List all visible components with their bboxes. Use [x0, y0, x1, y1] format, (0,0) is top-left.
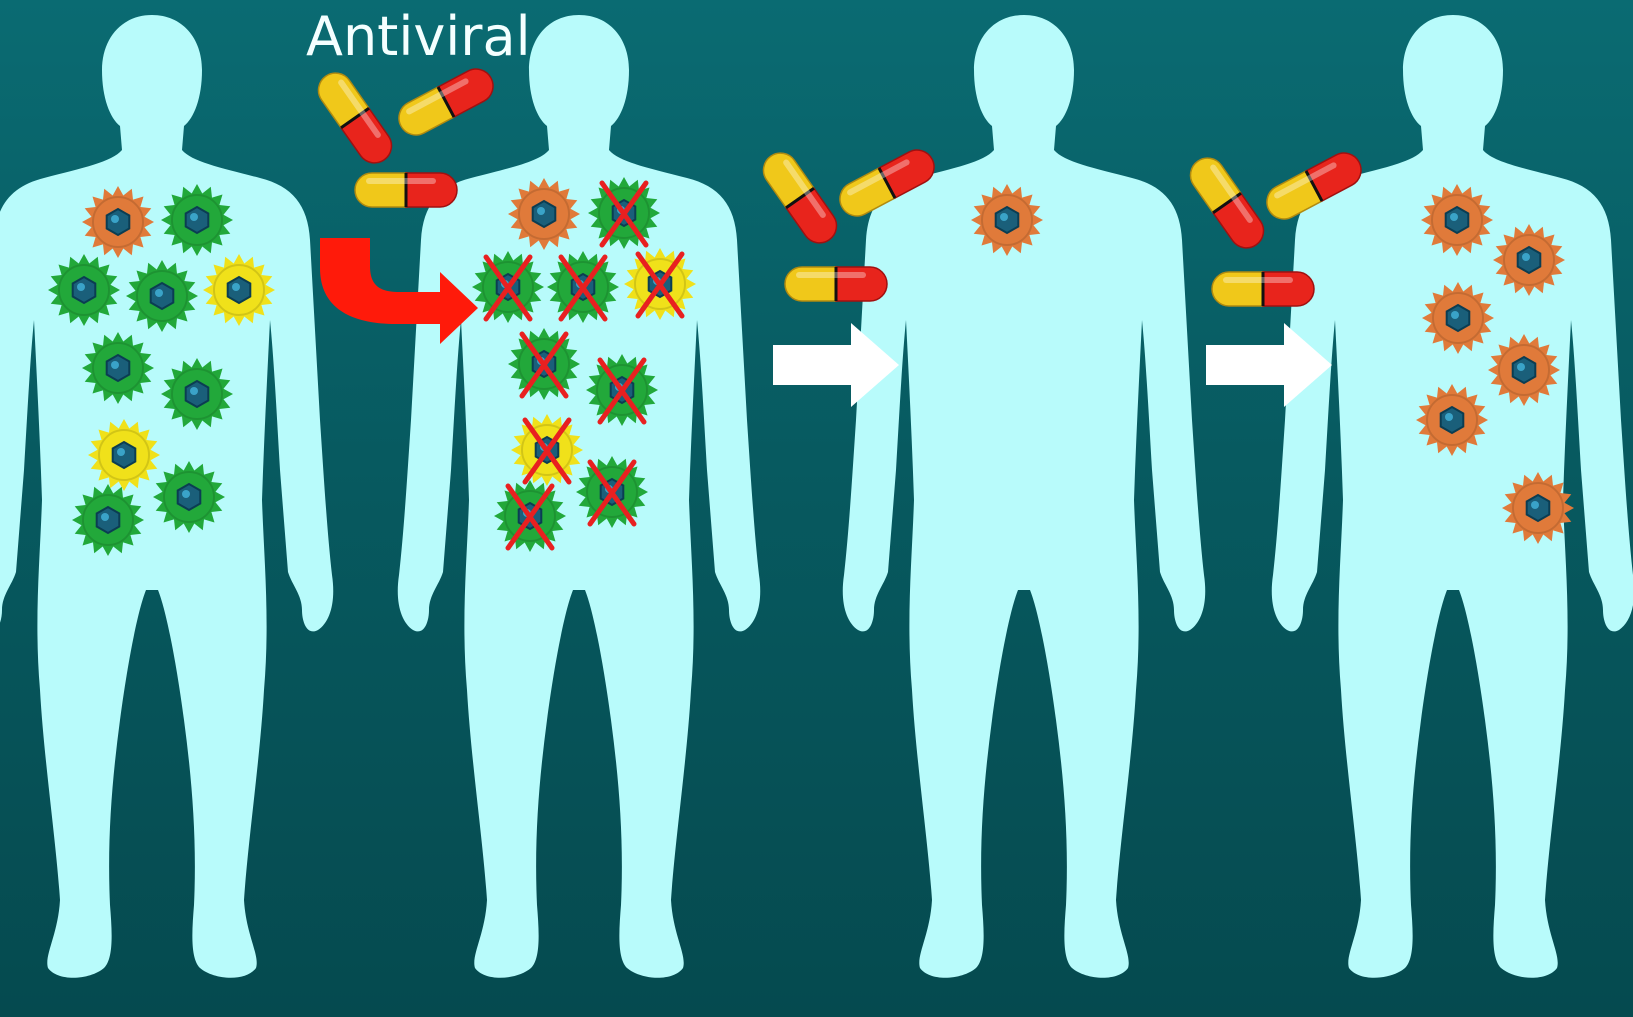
antiviral-capsule-icon [393, 63, 499, 141]
antiviral-capsule-icon [785, 267, 887, 301]
green-virus [161, 358, 233, 430]
antiviral-capsule-icon [355, 173, 457, 207]
green-virus [161, 184, 233, 256]
antiviral-capsule-icon [312, 66, 398, 169]
human-silhouette [1272, 15, 1633, 978]
green-virus-destroyed [472, 251, 544, 323]
orange-virus [1422, 282, 1494, 354]
orange-virus [1416, 384, 1488, 456]
antiviral-capsule-icon [1212, 272, 1314, 306]
yellow-virus [203, 254, 275, 326]
stage-resistant-population [1272, 15, 1633, 978]
green-virus-destroyed [508, 328, 580, 400]
green-virus [126, 260, 198, 332]
green-virus-destroyed [588, 177, 660, 249]
orange-virus [1502, 472, 1574, 544]
orange-virus [1488, 334, 1560, 406]
stage-treatment [398, 15, 760, 978]
orange-virus [1421, 184, 1493, 256]
green-virus [72, 484, 144, 556]
yellow-virus-destroyed [624, 248, 696, 320]
antiviral-capsule-icon [757, 146, 843, 249]
human-silhouette [398, 15, 760, 978]
orange-virus [508, 178, 580, 250]
green-virus-destroyed [547, 251, 619, 323]
green-virus [82, 332, 154, 404]
green-virus [153, 461, 225, 533]
yellow-virus-destroyed [511, 414, 583, 486]
yellow-virus [88, 419, 160, 491]
orange-virus [82, 186, 154, 258]
green-virus-destroyed [576, 456, 648, 528]
antiviral-capsule-icon [1184, 151, 1270, 254]
green-virus [48, 254, 120, 326]
green-virus-destroyed [586, 354, 658, 426]
green-virus-destroyed [494, 480, 566, 552]
orange-virus [1493, 224, 1565, 296]
orange-virus [971, 184, 1043, 256]
